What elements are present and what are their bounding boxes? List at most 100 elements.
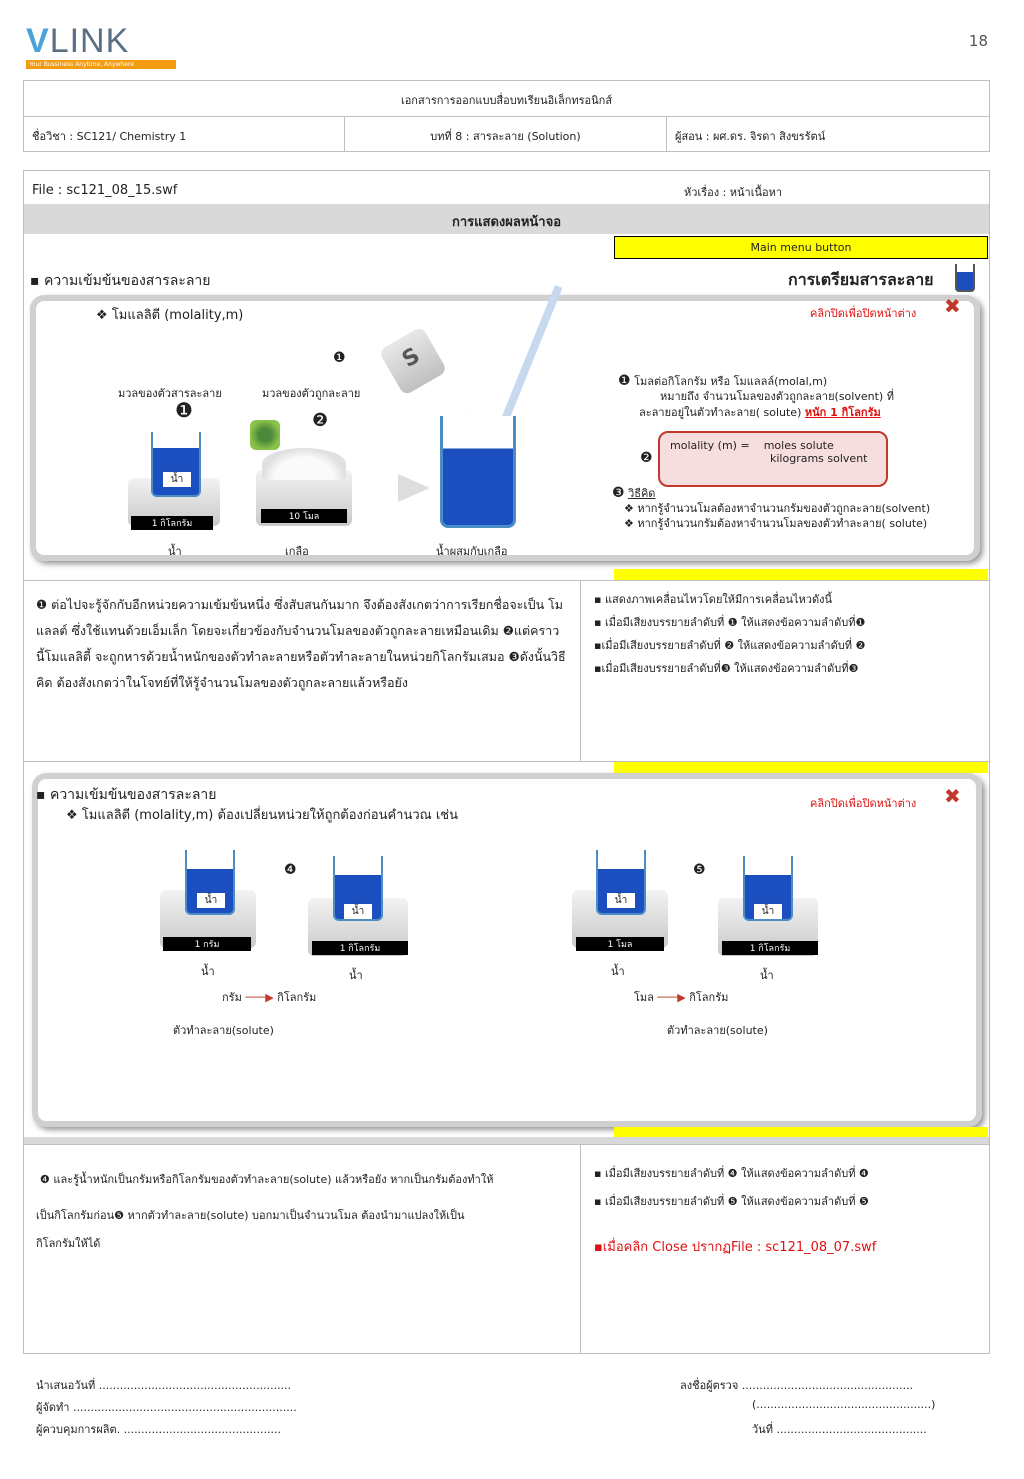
scale-p2-2-label: 1 กิโลกรัม [312,941,408,955]
main-menu-button-label: Main menu button [750,241,852,254]
yellow-bar-2 [614,762,988,773]
footer-control: ผู้ควบคุมการผลิต. ......................… [36,1423,281,1436]
note1-2: ▪เมื่อมีเสียงบรรยายลำดับที่ ❷ ให้แสดงข้อ… [594,639,866,652]
caption-p2-2: น้ำ [349,969,363,982]
panel2-sub: ❖ โมแลลิตี (molality,m) ต้องเปลี่ยนหน่วย… [66,808,459,823]
narration1-notes: ▪ แสดงภาพเคลื่อนไหวโดยให้มีการเคลื่อนไหว… [594,588,974,680]
scale-p2-4-label: 1 กิโลกรัม [722,941,818,955]
conversion-2: โมล ───▶ กิโลกรัม [634,988,728,1006]
main-menu-button[interactable]: Main menu button [614,236,988,259]
solute-label-1: ตัวทำละลาย(solute) [173,1024,274,1037]
label-mass-solvent: มวลของตัวสารละลาย [118,387,222,400]
tip1: ❖ หากรู้จำนวนโมลต้องหาจำนวนกรัมของตัวถูก… [624,502,931,515]
panel1-sub: ❖ โมแลลิตี (molality,m) [96,308,244,323]
panel1-heading-text: ความเข้มข้นของสารละลาย [43,273,211,289]
def3-text: ละลายอยู่ในตัวทำละลาย( solute) [639,406,802,419]
file-name: File : sc121_08_15.swf [32,183,178,198]
method-num: ❸ [612,485,625,501]
narration1-text: ❶ ต่อไปจะรู้จักกับอีกหน่วยความเข้มข้นหนึ… [36,597,566,690]
logo: VLINK Your Bussiness Anytime, Anywhere [26,22,176,77]
doc-title-text: เอกสารการออกแบบสื่อบทเรียนอิเล็กทรอนิกส์ [400,94,613,107]
panel1-right-heading-text: การเตรียมสารละลาย [788,270,934,289]
beaker1 [151,432,201,497]
beaker3 [440,416,516,528]
narration1-right [580,580,990,762]
caption-p2-4: น้ำ [760,969,774,982]
yellow-bar-3 [614,1127,988,1137]
yellow-bar-1 [614,569,988,580]
tip2-text: หากรู้จำนวนกรัมต้องหาจำนวนโมลของตัวทำละล… [637,517,928,530]
narration2-line1: ❹ และรู้น้ำหนักเป็นกรัมหรือกิโลกรัมของตั… [40,1173,494,1186]
def3-underlined: หนัก 1 กิโลกรัม [804,406,881,419]
def-line2: หมายถึง จำนวนโมลของตัวถูกละลาย(solvent) … [660,390,894,403]
footer-maker: ผู้จัดทำ ...............................… [36,1401,297,1414]
beaker1-water-label: น้ำ [163,472,191,487]
def-line1: ❶ โมลต่อกิโลกรัม หรือ โมแลลล์(molal,m) [618,372,827,390]
num1: ❶ [175,398,193,422]
note1-0: ▪ แสดงภาพเคลื่อนไหวโดยให้มีการเคลื่อนไหว… [594,593,832,606]
caption-water: น้ำ [168,545,182,558]
logo-v: V [26,22,50,60]
instructor-cell: ผู้สอน : ผศ.ดร. จิรดา สิงขรรัตน์ [666,116,990,152]
water-p2-4: น้ำ [754,904,782,919]
num4: ❹ [284,862,297,878]
salt-crystal [250,420,280,450]
formula-left: molality (m) = [670,439,750,452]
num2-formula: ❷ [640,450,653,466]
caption-salt: เกลือ [285,545,309,558]
note2-1: ▪ เมื่อมีเสียงบรรยายลำดับที่ ❺ ให้แสดงข้… [594,1195,869,1208]
narration2-line3: กิโลกรัมให้ได้ [36,1237,101,1250]
scale-p2-1-label: 1 กรัม [163,937,251,951]
narration2-line2: เป็นกิโลกรัมก่อน❺ หากตัวทำละลาย(solute) … [36,1209,465,1222]
footer-signer: ลงชื่อผู้ตรวจ ..........................… [680,1379,914,1392]
note2-0: ▪ เมื่อมีเสียงบรรยายลำดับที่ ❹ ให้แสดงข้… [594,1167,869,1180]
formula-denominator: kilograms solvent [770,452,868,465]
water-p2-2: น้ำ [344,904,372,919]
scale1-label: 1 กิโลกรัม [131,516,213,530]
label-mass-solute: มวลของตัวถูกละลาย [262,387,361,400]
beaker-icon [955,264,975,292]
narration2-right [580,1144,990,1354]
doc-title: เอกสารการออกแบบสื่อบทเรียนอิเล็กทรอนิกส์ [23,80,990,117]
gray-bar-3 [24,1137,989,1144]
method-heading: ❸ วิธีคิด [612,484,655,502]
panel1-close-icon[interactable]: ✖ [944,294,961,318]
def1-text: โมลต่อกิโลกรัม หรือ โมแลลล์(molal,m) [634,375,828,388]
footer-date: วันที่ .................................… [752,1423,927,1436]
logo-text: LINK [49,22,130,60]
num5: ❺ [693,862,706,878]
scale2-label: 10 โมล [261,509,347,523]
water-p2-3: น้ำ [607,893,635,908]
logo-tagline: Your Bussiness Anytime, Anywhere [26,60,176,69]
panel2-close-text[interactable]: คลิกปิดเพื่อปิดหน้าต่าง [810,797,917,810]
note1-1: ▪ เมื่อมีเสียงบรรยายลำดับที่ ❶ ให้แสดงข้… [594,616,866,629]
salt-pile [262,448,346,480]
arrow-icon-1: ───▶ [245,991,274,1004]
panel1-close-text[interactable]: คลิกปิดเพื่อปิดหน้าต่าง [810,307,917,320]
right-arrow-icon [398,474,430,502]
panel1-heading: ▪ ความเข้มข้นของสารละลาย [30,273,211,289]
page-number: 18 [968,32,988,50]
tip1-text: หากรู้จำนวนโมลต้องหาจำนวนกรัมของตัวถูกละ… [637,502,931,515]
footer-paren: (.......................................… [752,1398,936,1411]
panel2-close-icon[interactable]: ✖ [944,784,961,808]
close-note: ▪เมื่อคลิก Close ปรากฏFile : sc121_08_07… [594,1240,877,1255]
solute-label-2: ตัวทำละลาย(solute) [667,1024,768,1037]
panel2-sub-text: โมแลลิตี (molality,m) ต้องเปลี่ยนหน่วยให… [81,808,459,823]
panel2-heading: ▪ ความเข้มข้นของสารละลาย [36,787,217,803]
course-cell: ชื่อวิชา : SC121/ Chemistry 1 [23,116,345,152]
molality-formula: molality (m) = moles solute kilograms so… [658,431,888,487]
def-num1: ❶ [618,373,631,389]
display-title: การแสดงผลหน้าจอ [451,215,562,230]
water-p2-1: น้ำ [197,893,225,908]
def-line3: ละลายอยู่ในตัวทำละลาย( solute) หนัก 1 กิ… [639,403,881,421]
panel1-sub-text: โมแลลิตี (molality,m) [111,308,244,323]
conv1-from: กรัม [222,991,242,1004]
topic-label: หัวเรื่อง : หน้าเนื้อหา [684,186,783,199]
conv2-from: โมล [634,991,654,1004]
shaker-letter: S [398,343,425,373]
caption-mixture: น้ำผสมกับเกลือ [436,545,508,558]
caption-p2-3: น้ำ [611,965,625,978]
chapter-cell: บทที่ 8 : สารละลาย (Solution) [344,116,667,152]
note1-3: ▪เมื่อมีเสียงบรรยายลำดับที่❸ ให้แสดงข้อค… [594,662,859,675]
